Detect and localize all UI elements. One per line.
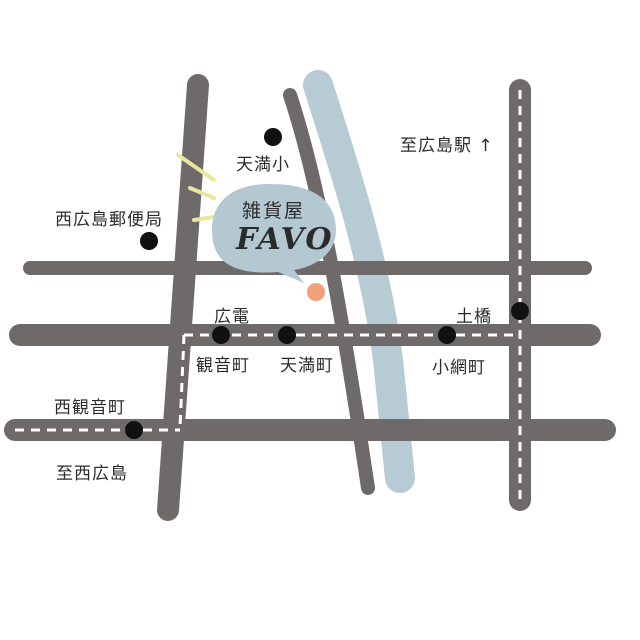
- label-kannonmachi: 観音町: [196, 356, 250, 376]
- post-office-dot[interactable]: [140, 232, 158, 250]
- shop-location-marker[interactable]: [307, 283, 325, 301]
- arrow-up-icon: ↑: [478, 136, 494, 156]
- nishi-kannonmachi-stop[interactable]: [125, 421, 143, 439]
- shop-bubble[interactable]: [212, 184, 336, 283]
- label-nishi-kannonmachi: 西観音町: [54, 398, 126, 418]
- road-vertical-river-side: [283, 88, 375, 495]
- tenma-elementary-dot[interactable]: [264, 128, 282, 146]
- onawacho-stop[interactable]: [438, 326, 456, 344]
- label-tenmacho: 天満町: [280, 356, 334, 376]
- label-to-hiroshima-station: 至広島駅 ↑: [400, 131, 494, 156]
- tram-line: [15, 90, 522, 500]
- label-post-office: 西広島郵便局: [55, 210, 163, 230]
- shop-category: 雑貨屋: [242, 200, 306, 222]
- label-to-hiroshima-station-text: 至広島駅: [400, 136, 472, 156]
- road-vertical-left: [157, 74, 209, 521]
- kannonmachi-stop[interactable]: [212, 326, 230, 344]
- label-to-nishi-hiroshima: 至西広島: [56, 464, 128, 484]
- label-hiroden: 広電: [214, 307, 250, 327]
- dobashi-stop[interactable]: [511, 302, 529, 320]
- tenmacho-stop[interactable]: [278, 326, 296, 344]
- label-onawacho: 小網町: [432, 358, 486, 378]
- label-tenma-elementary: 天満小: [236, 155, 290, 175]
- highlight-marks: [176, 153, 216, 222]
- shop-name: FAVO: [236, 222, 334, 257]
- label-dobashi: 土橋: [456, 307, 492, 327]
